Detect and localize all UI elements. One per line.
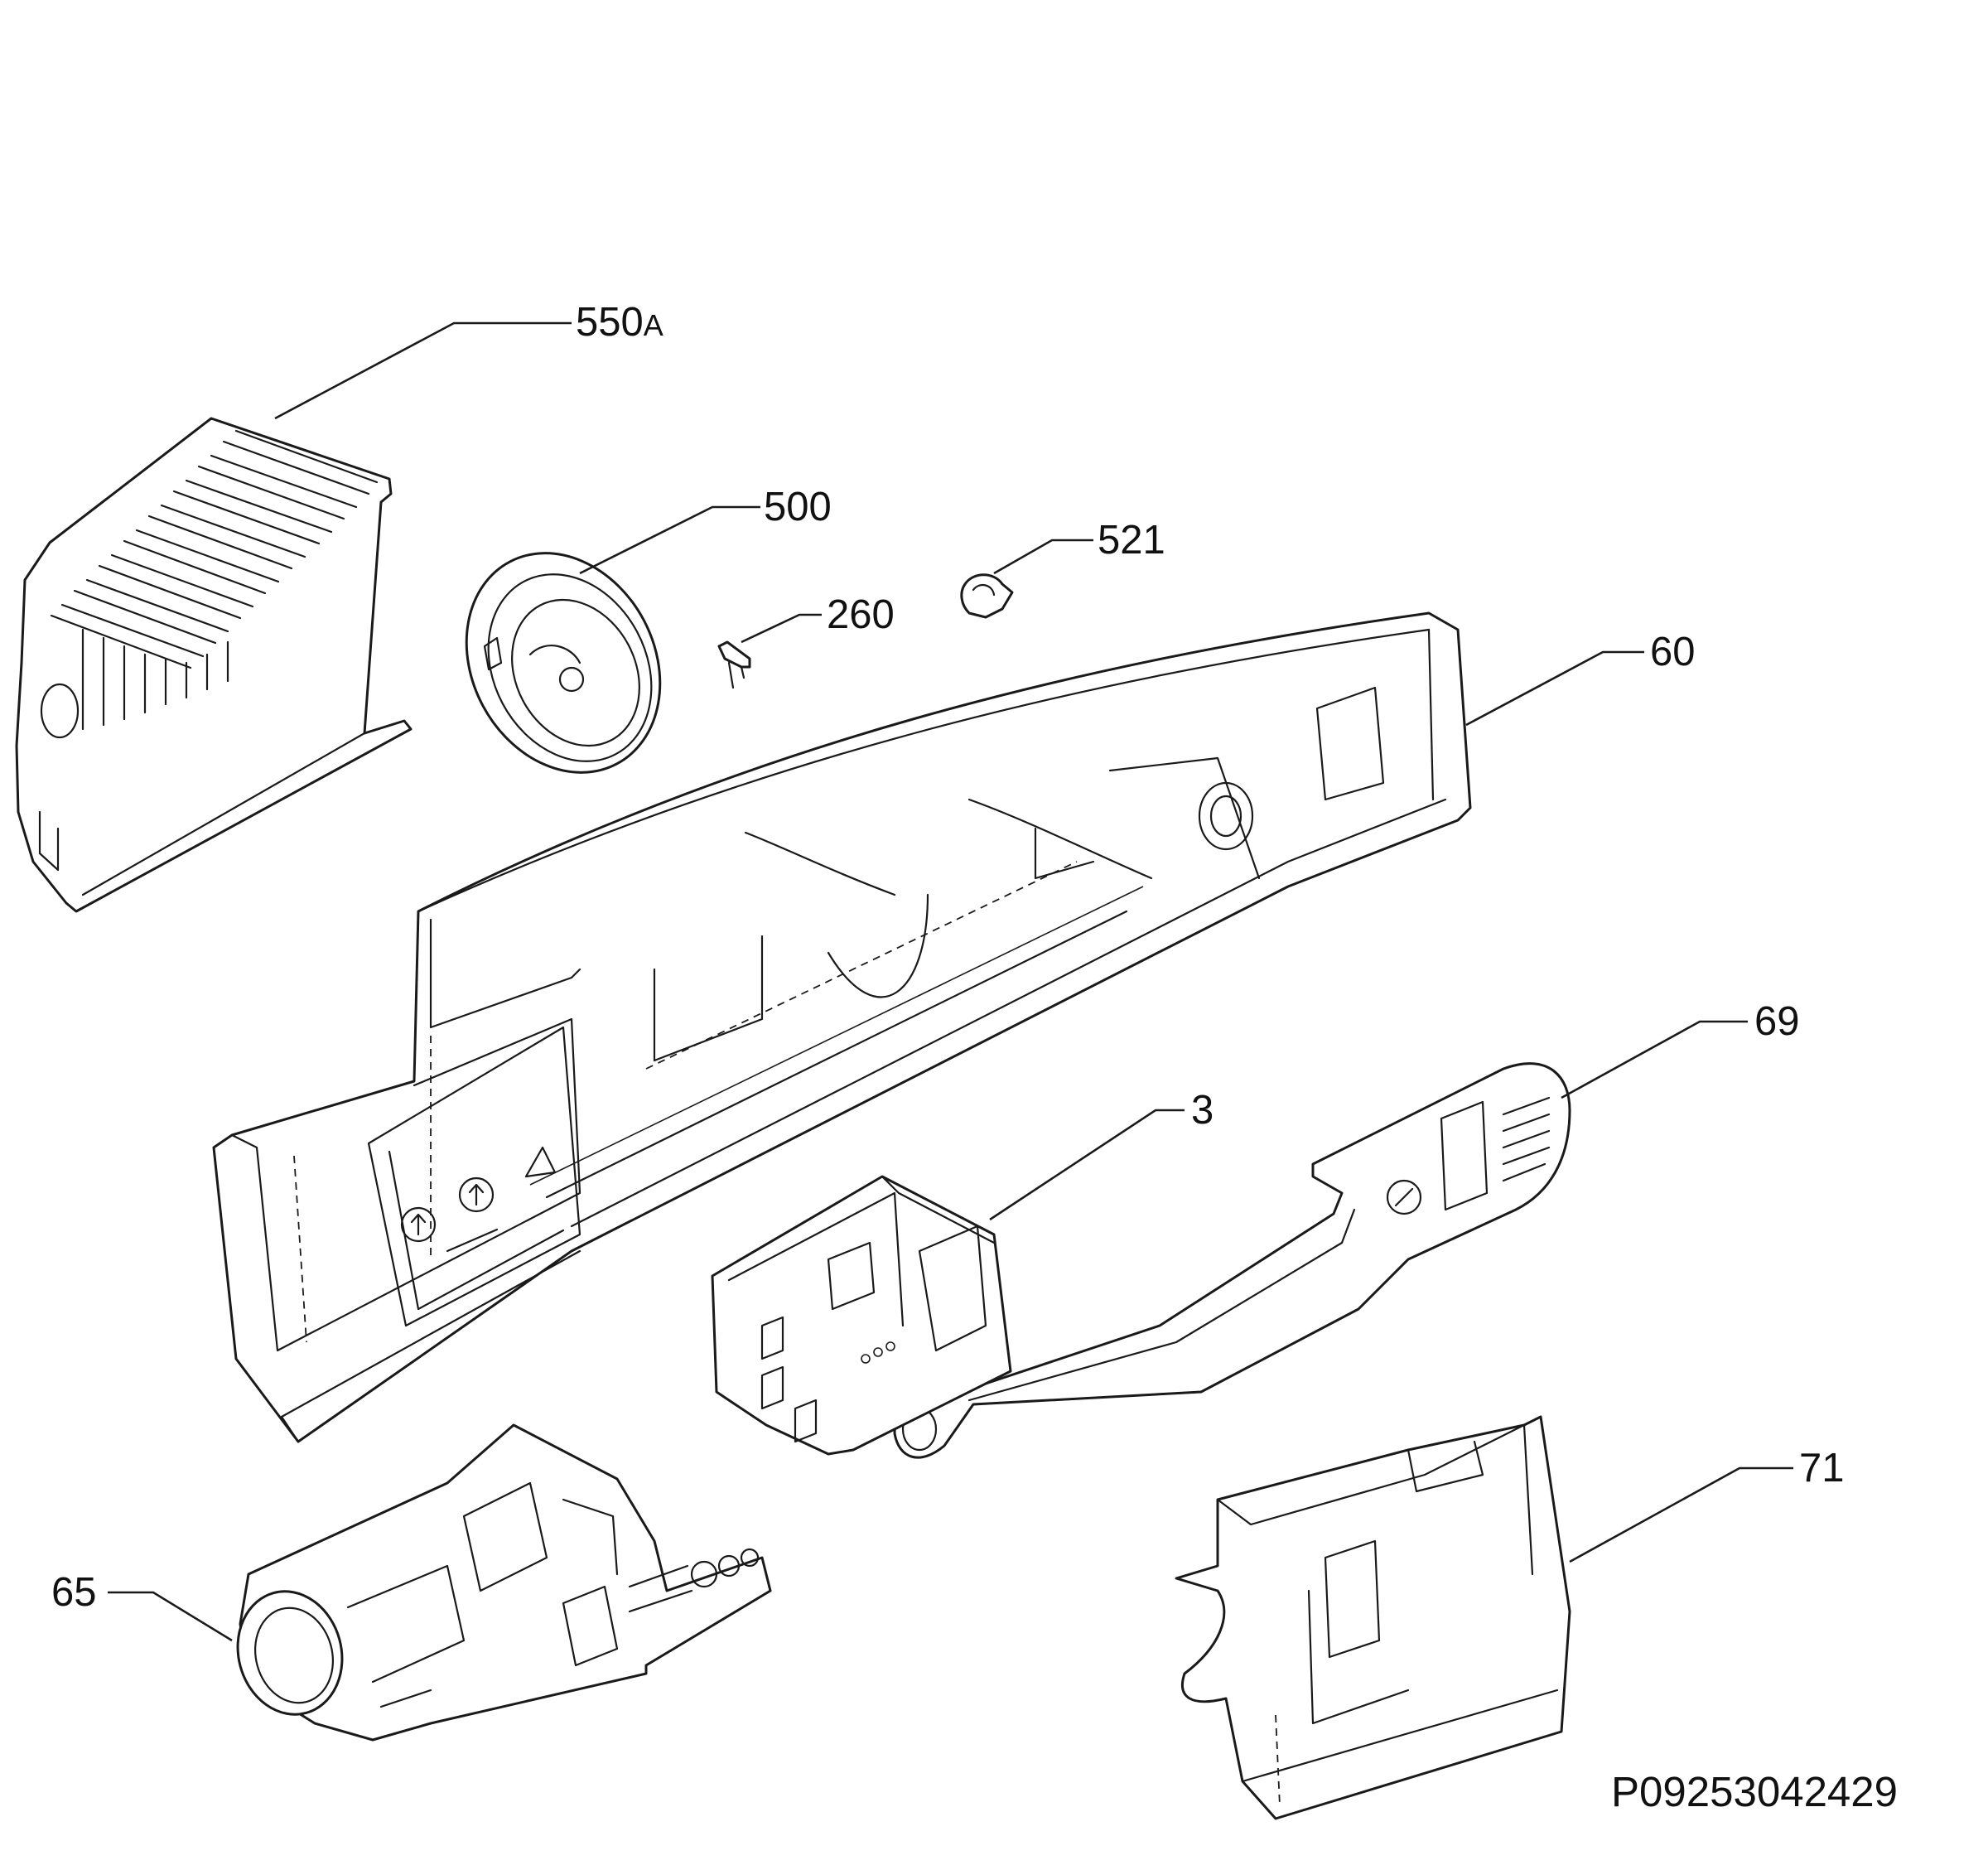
leader-60 xyxy=(1465,650,1644,727)
housing-symbols xyxy=(400,1146,557,1253)
part-3-thermostat[interactable] xyxy=(711,1175,1012,1456)
callout-71: 71 xyxy=(1799,1446,1845,1491)
part-65-lamp-holder[interactable] xyxy=(224,1423,772,1742)
part-500-knob[interactable] xyxy=(429,519,697,807)
leader-521 xyxy=(993,539,1093,575)
grille-slots xyxy=(50,429,379,669)
leader-260 xyxy=(741,613,822,644)
callout-labels: 550A 500 521 260 60 69 3 71 65 xyxy=(51,300,1845,1615)
leader-69 xyxy=(1561,1020,1748,1099)
part-60-control-housing[interactable] xyxy=(212,611,1472,1443)
callout-260: 260 xyxy=(827,592,895,637)
thermostat-terminals xyxy=(760,1316,818,1443)
part-260-spring-clip[interactable] xyxy=(717,640,751,689)
callout-65: 65 xyxy=(51,1570,97,1615)
leader-71 xyxy=(1569,1466,1793,1563)
leader-550a xyxy=(274,321,572,420)
drawing-code: P09253042429 xyxy=(1611,1768,1898,1815)
part-521-clip[interactable] xyxy=(960,573,1014,619)
callout-69: 69 xyxy=(1754,999,1800,1044)
callout-3: 3 xyxy=(1191,1088,1214,1133)
callout-550a: 550A xyxy=(576,300,663,345)
grille-ribs xyxy=(81,628,229,731)
leader-3 xyxy=(989,1109,1185,1221)
lamp-socket xyxy=(562,1548,760,1667)
leader-lines xyxy=(108,321,1793,1642)
leader-65 xyxy=(108,1591,233,1642)
part-71-cover[interactable] xyxy=(1175,1415,1571,1820)
callout-521: 521 xyxy=(1098,518,1165,563)
callout-500: 500 xyxy=(764,485,832,529)
leader-500 xyxy=(579,505,760,575)
part-550a-grille-cover[interactable] xyxy=(15,417,413,913)
callout-60: 60 xyxy=(1650,630,1696,674)
